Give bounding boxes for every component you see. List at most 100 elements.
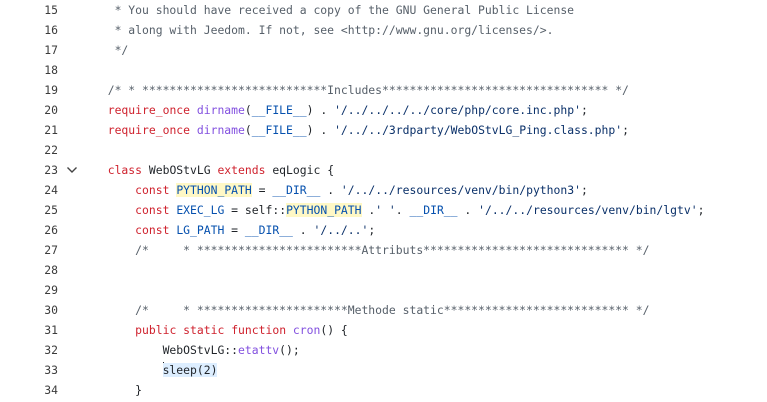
code-token: . (361, 203, 376, 217)
line-number: 31 (44, 323, 58, 337)
line-number: 27 (44, 243, 58, 257)
code-token: const (135, 183, 170, 197)
code-line[interactable]: 26 const LG_PATH = __DIR__ . '/../..'; (0, 220, 767, 240)
code-token: dirname (196, 103, 245, 117)
code-token: . (395, 203, 410, 217)
code-text: } (94, 380, 142, 400)
code-token: eqLogic { (265, 163, 335, 177)
code-text: public static function cron() { (94, 320, 348, 340)
line-number: 16 (44, 23, 58, 37)
line-number: 22 (44, 143, 58, 157)
code-line[interactable]: 21 require_once dirname(__FILE__) . '/..… (0, 120, 767, 140)
code-token: WebOStvLG:: (94, 343, 239, 357)
code-line[interactable]: 33 sleep(2) (0, 360, 767, 380)
code-token: ; (580, 183, 588, 197)
code-token: = (251, 183, 273, 197)
code-line[interactable]: 31 public static function cron() { (0, 320, 767, 340)
code-line[interactable]: 16 * along with Jeedom. If not, see <htt… (0, 20, 767, 40)
code-line[interactable]: 25 const EXEC_LG = self::PYTHON_PATH .' … (0, 200, 767, 220)
code-token: = self:: (224, 203, 287, 217)
code-token: static (183, 323, 225, 337)
code-text: /* * **********************Methode stati… (94, 300, 649, 320)
code-token: const (135, 203, 170, 217)
code-token: * along with Jeedom. If not, see <http:/… (94, 23, 554, 37)
code-line[interactable]: 19 /* * ***************************Inclu… (0, 80, 767, 100)
code-text: const LG_PATH = __DIR__ . '/../..'; (94, 220, 375, 240)
code-token (190, 123, 197, 137)
code-token: . (320, 183, 341, 197)
line-number: 19 (44, 83, 58, 97)
code-token: */ (94, 43, 129, 57)
code-token: cron (292, 323, 321, 337)
code-token: require_once (107, 103, 191, 117)
code-text: */ (94, 40, 129, 60)
code-text: * You should have received a copy of the… (94, 0, 574, 20)
code-line[interactable]: 20 require_once dirname(__FILE__) . '/..… (0, 100, 767, 120)
code-token: function (231, 323, 287, 337)
code-token: ( (244, 123, 252, 137)
line-number: 33 (44, 363, 58, 377)
code-token (94, 363, 163, 377)
code-token: (); (279, 343, 300, 357)
code-line[interactable]: 18 (0, 60, 767, 80)
code-token: } (94, 383, 143, 397)
code-line[interactable]: 15 * You should have received a copy of … (0, 0, 767, 20)
line-number: 15 (44, 3, 58, 17)
code-token: __DIR__ (272, 183, 321, 197)
code-token: '/../../../../core/php/core.inc.php' (334, 103, 581, 117)
code-token: LG_PATH (176, 223, 225, 237)
code-text: WebOStvLG::etattv(); (94, 340, 300, 360)
code-text: class WebOStvLG extends eqLogic { (94, 160, 334, 180)
line-number: 26 (44, 223, 58, 237)
code-token: extends (217, 163, 266, 177)
code-token: /* * ************************Attributs**… (94, 243, 650, 257)
code-token: WebOStvLG (142, 163, 218, 177)
code-line[interactable]: 28 (0, 260, 767, 280)
code-text: /* * ***************************Includes… (94, 80, 629, 100)
code-text: require_once dirname(__FILE__) . '/../..… (94, 120, 629, 140)
code-line[interactable]: 24 const PYTHON_PATH = __DIR__ . '/../..… (0, 180, 767, 200)
line-number: 29 (44, 283, 58, 297)
code-token (94, 223, 135, 237)
code-token: ( (244, 103, 252, 117)
code-token: class (107, 163, 143, 177)
code-token (190, 103, 197, 117)
code-token: '/../../resources/venv/bin/lgtv' (478, 203, 698, 217)
code-token (94, 123, 108, 137)
line-number: 20 (44, 103, 58, 117)
code-token (94, 323, 135, 337)
code-line[interactable]: 30 /* * **********************Methode st… (0, 300, 767, 320)
code-token: ' ' (375, 203, 396, 217)
code-line[interactable]: 23 class WebOStvLG extends eqLogic { (0, 160, 767, 180)
code-line[interactable]: 29 (0, 280, 767, 300)
line-number: 18 (44, 63, 58, 77)
code-token: public (135, 323, 177, 337)
line-number: 17 (44, 43, 58, 57)
code-token: require_once (107, 123, 191, 137)
code-token: ; (580, 103, 588, 117)
code-token: __FILE__ (251, 123, 307, 137)
code-token: etattv (238, 343, 280, 357)
code-line[interactable]: 17 */ (0, 40, 767, 60)
code-line[interactable]: 34 } (0, 380, 767, 400)
line-number: 24 (44, 183, 58, 197)
code-token: * You should have received a copy of the… (94, 3, 575, 17)
code-token (94, 163, 108, 177)
selected-text: sleep(2) (162, 363, 218, 377)
line-number: 25 (44, 203, 58, 217)
code-token: dirname (196, 123, 245, 137)
code-token: EXEC_LG (176, 203, 225, 217)
code-line[interactable]: 22 (0, 140, 767, 160)
code-line[interactable]: 27 /* * ************************Attribut… (0, 240, 767, 260)
code-token: . (457, 203, 479, 217)
chevron-down-icon[interactable] (66, 166, 78, 174)
code-token: '/../../3rdparty/WebOStvLG_Ping.class.ph… (334, 123, 623, 137)
code-token: ) . (306, 123, 335, 137)
code-token: __DIR__ (409, 203, 458, 217)
code-text: * along with Jeedom. If not, see <http:/… (94, 20, 554, 40)
line-number: 21 (44, 123, 58, 137)
code-token: '/../../resources/venv/bin/python3' (340, 183, 581, 197)
line-number: 28 (44, 263, 58, 277)
code-line[interactable]: 32 WebOStvLG::etattv(); (0, 340, 767, 360)
